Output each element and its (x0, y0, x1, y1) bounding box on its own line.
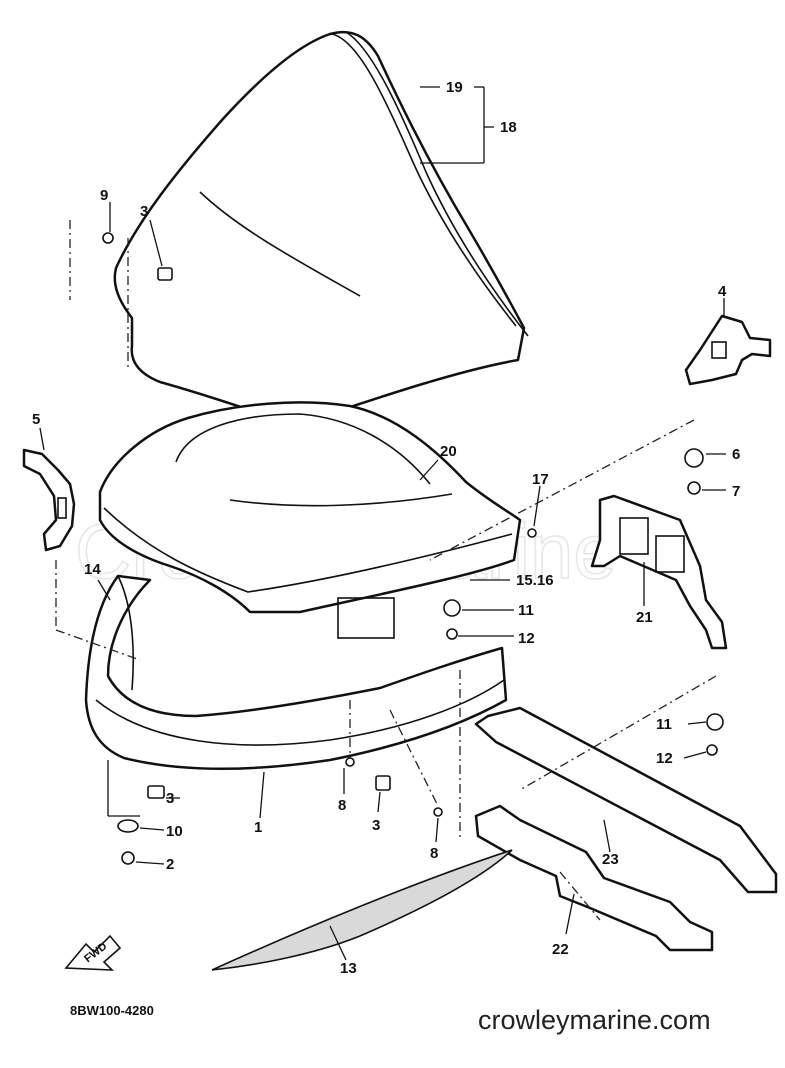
callout-15-16: 15.16 (516, 572, 554, 589)
assembly-lines (55, 220, 717, 921)
callout-2: 2 (166, 856, 174, 873)
lower-cowling (84, 574, 508, 771)
callout-12-lower: 12 (656, 750, 673, 767)
callout-labels: 19 18 9 3 4 5 6 20 17 7 14 15.16 11 21 1… (32, 79, 740, 977)
callout-20: 20 (440, 443, 457, 460)
bracket-4 (684, 314, 772, 386)
callout-23: 23 (602, 851, 619, 868)
callout-14: 14 (84, 561, 101, 578)
callout-8-right: 8 (430, 845, 438, 862)
forward-arrow-icon: FWD (64, 934, 122, 971)
callout-13: 13 (340, 960, 357, 977)
site-url: crowleymarine.com (478, 1005, 711, 1035)
callout-10: 10 (166, 823, 183, 840)
callout-9: 9 (100, 187, 108, 204)
callout-3-left: 3 (166, 790, 174, 807)
callout-3-top: 3 (140, 203, 148, 220)
bracket-5 (22, 448, 76, 552)
callout-21: 21 (636, 609, 653, 626)
callout-7: 7 (732, 483, 740, 500)
fasteners (102, 232, 724, 865)
catalog-code: 8BW100-4280 (70, 1003, 154, 1018)
callout-4: 4 (718, 283, 727, 300)
callout-19: 19 (446, 79, 463, 96)
bracket-21 (590, 494, 728, 650)
callout-8-middle: 8 (338, 797, 346, 814)
storage-hood (98, 401, 522, 639)
callout-18: 18 (500, 119, 517, 136)
callout-5: 5 (32, 411, 40, 428)
callout-17: 17 (532, 471, 549, 488)
callout-6: 6 (732, 446, 740, 463)
leader-lines (39, 86, 726, 961)
seat-cushion (113, 30, 529, 438)
callout-12-upper: 12 (518, 630, 535, 647)
mat-13 (211, 849, 513, 971)
callout-22: 22 (552, 941, 569, 958)
callout-11-upper: 11 (518, 602, 534, 619)
callout-1: 1 (254, 819, 262, 836)
callout-11-lower: 11 (656, 716, 672, 733)
rail-23 (474, 706, 778, 894)
callout-3-middle: 3 (372, 817, 380, 834)
slide-22 (474, 804, 714, 952)
